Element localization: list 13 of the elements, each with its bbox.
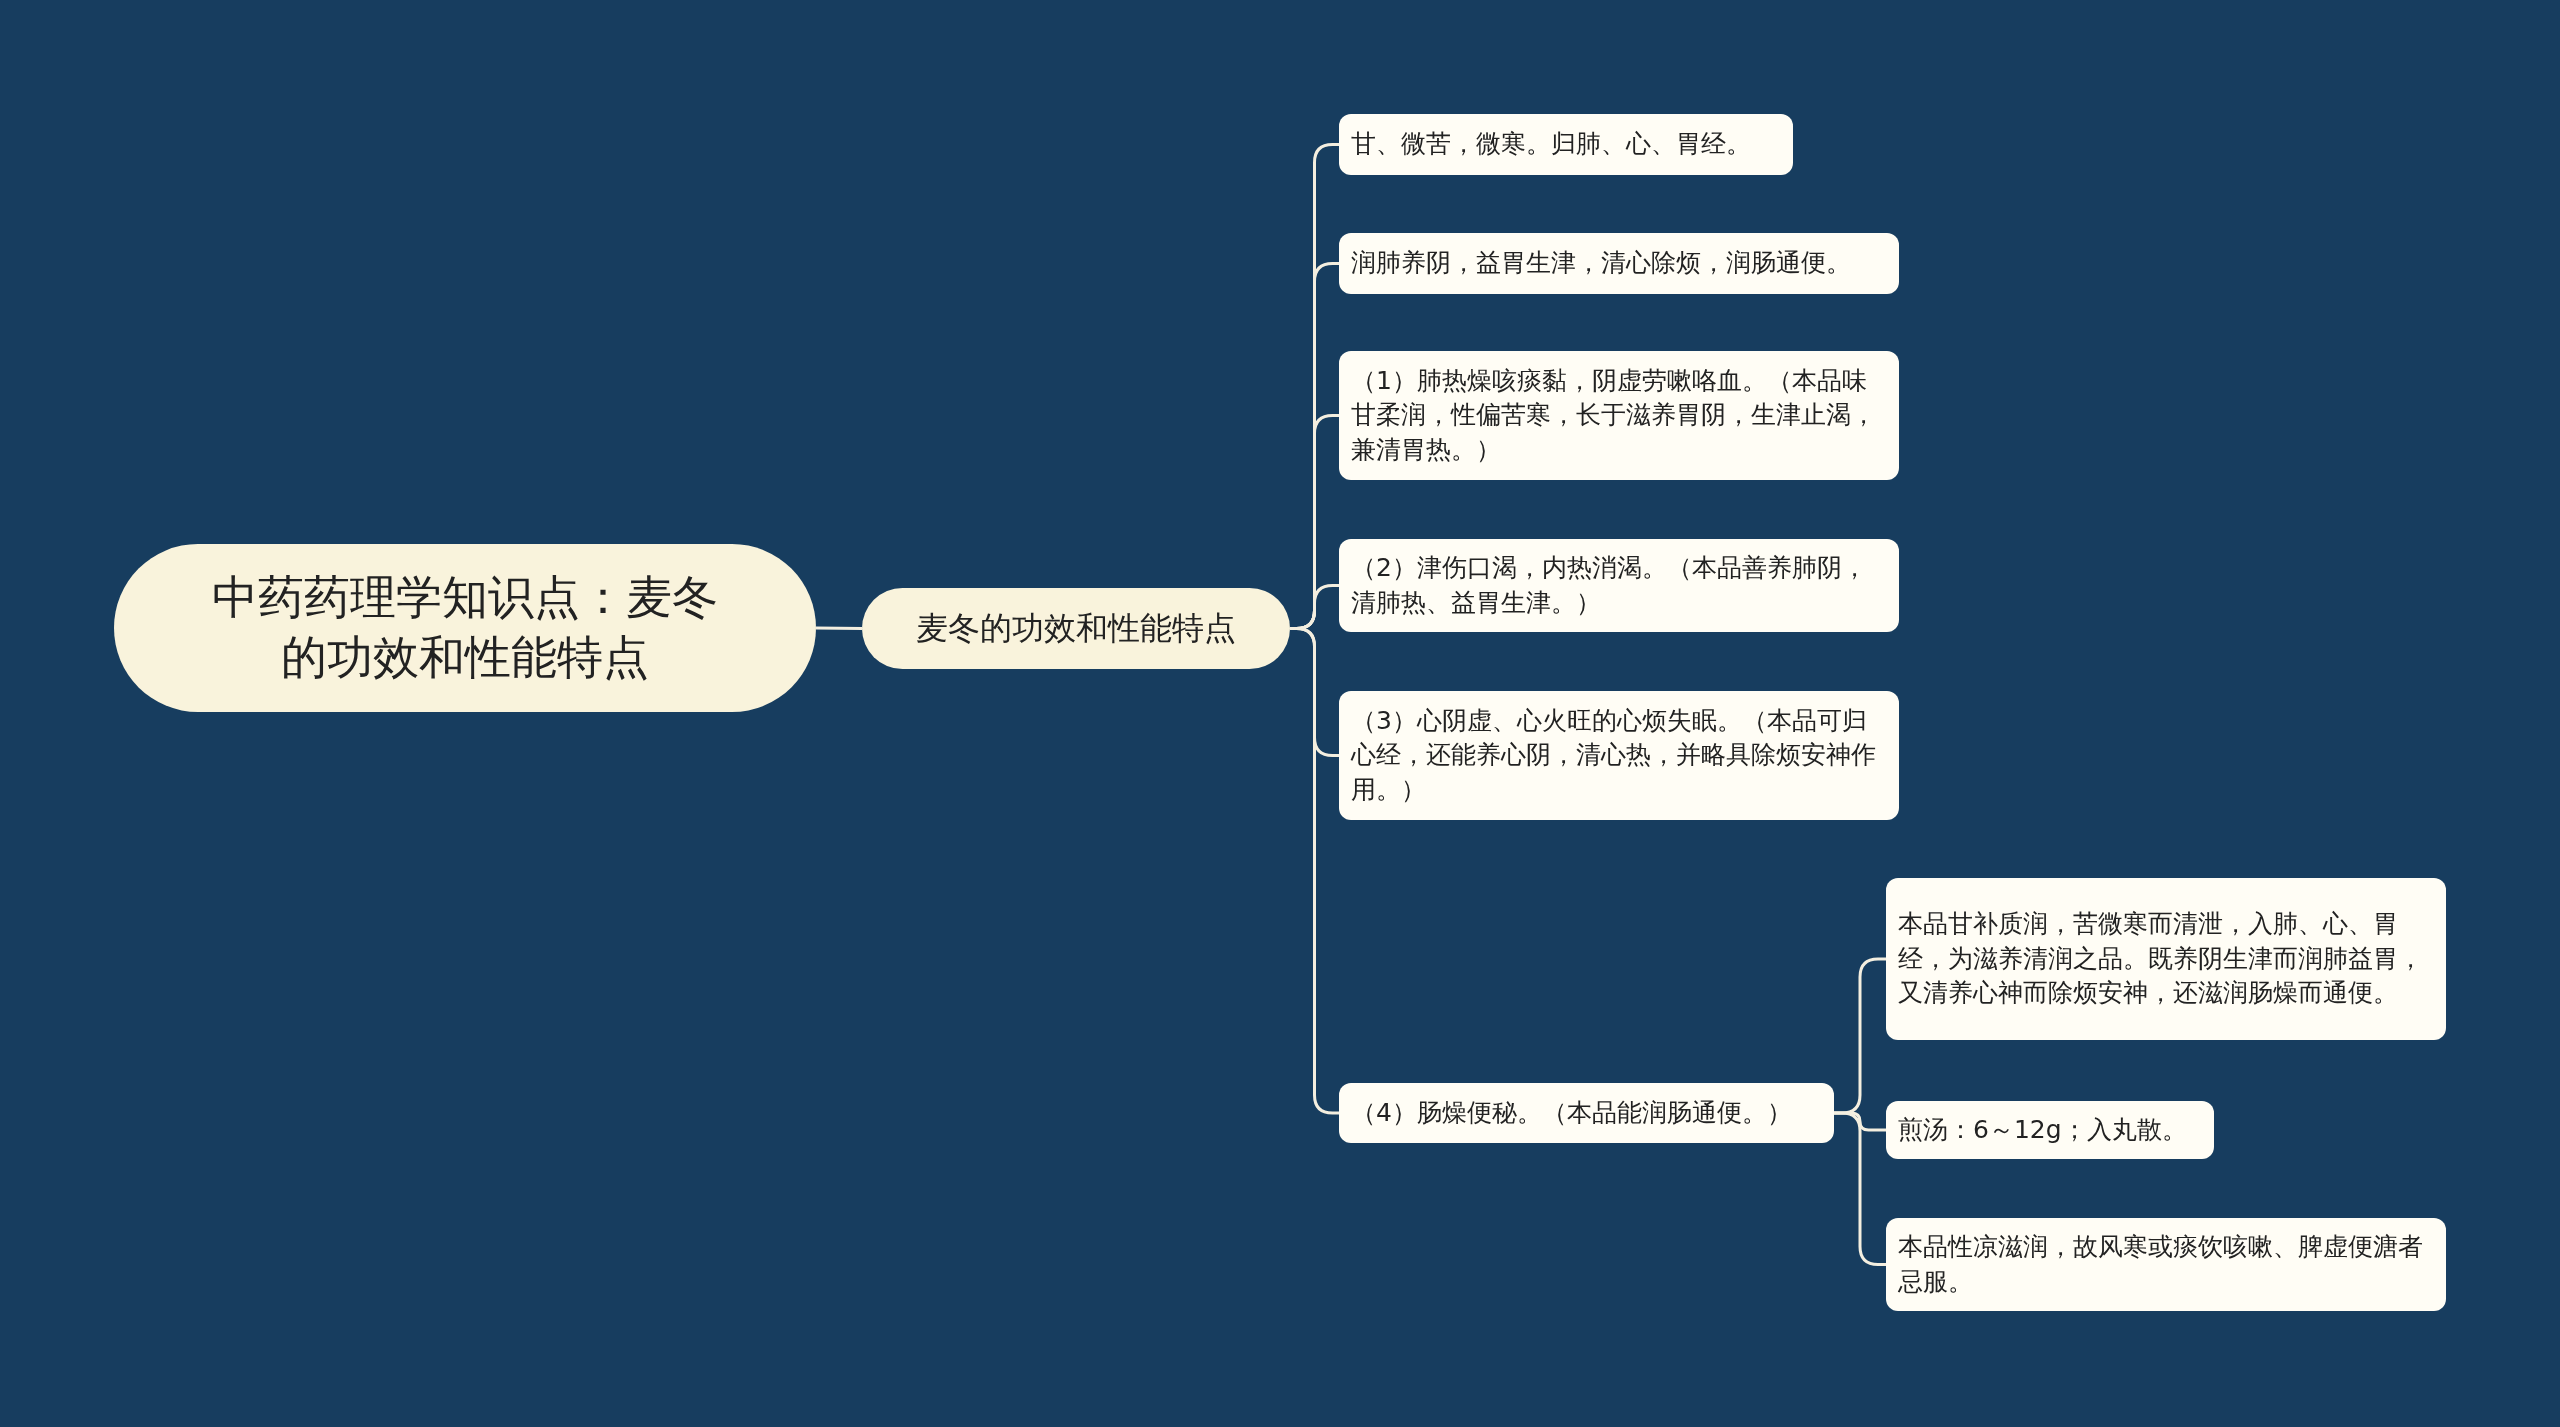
text-box: 润肺养阴，益胃生津，清心除烦，润肠通便。 (1339, 233, 1899, 294)
text-box: 甘、微苦，微寒。归肺、心、胃经。 (1339, 114, 1793, 175)
text-box: 本品性凉滋润，故风寒或痰饮咳嗽、脾虚便溏者忌服。 (1886, 1218, 2446, 1311)
text-box: （3）心阴虚、心火旺的心烦失眠。（本品可归心经，还能养心阴，清心热，并略具除烦安神作用。） (1339, 691, 1899, 820)
connector-line (816, 626, 862, 630)
text-box: （2）津伤口渴，内热消渴。（本品善养肺阴，清肺热、益胃生津。） (1339, 539, 1899, 632)
text-box: （1）肺热燥咳痰黏，阴虚劳嗽咯血。（本品味甘柔润，性偏苦寒，长于滋养胃阴，生津止渴，兼清胃热。） (1339, 351, 1899, 480)
connector-line (1290, 627, 1339, 1115)
text-box: 本品甘补质润，苦微寒而清泄，入肺、心、胃经，为滋养清润之品。既养阴生津而润肺益胃，又清养心神而除烦安神，还滋润肠燥而通便。 (1886, 878, 2446, 1040)
topic-box: 麦冬的功效和性能特点 (862, 588, 1290, 669)
text-box: 煎汤：6～12g；入丸散。 (1886, 1101, 2214, 1159)
text-box: （4）肠燥便秘。（本品能润肠通便。） (1339, 1083, 1834, 1143)
title-box: 中药药理学知识点：麦冬的功效和性能特点 (114, 544, 816, 712)
